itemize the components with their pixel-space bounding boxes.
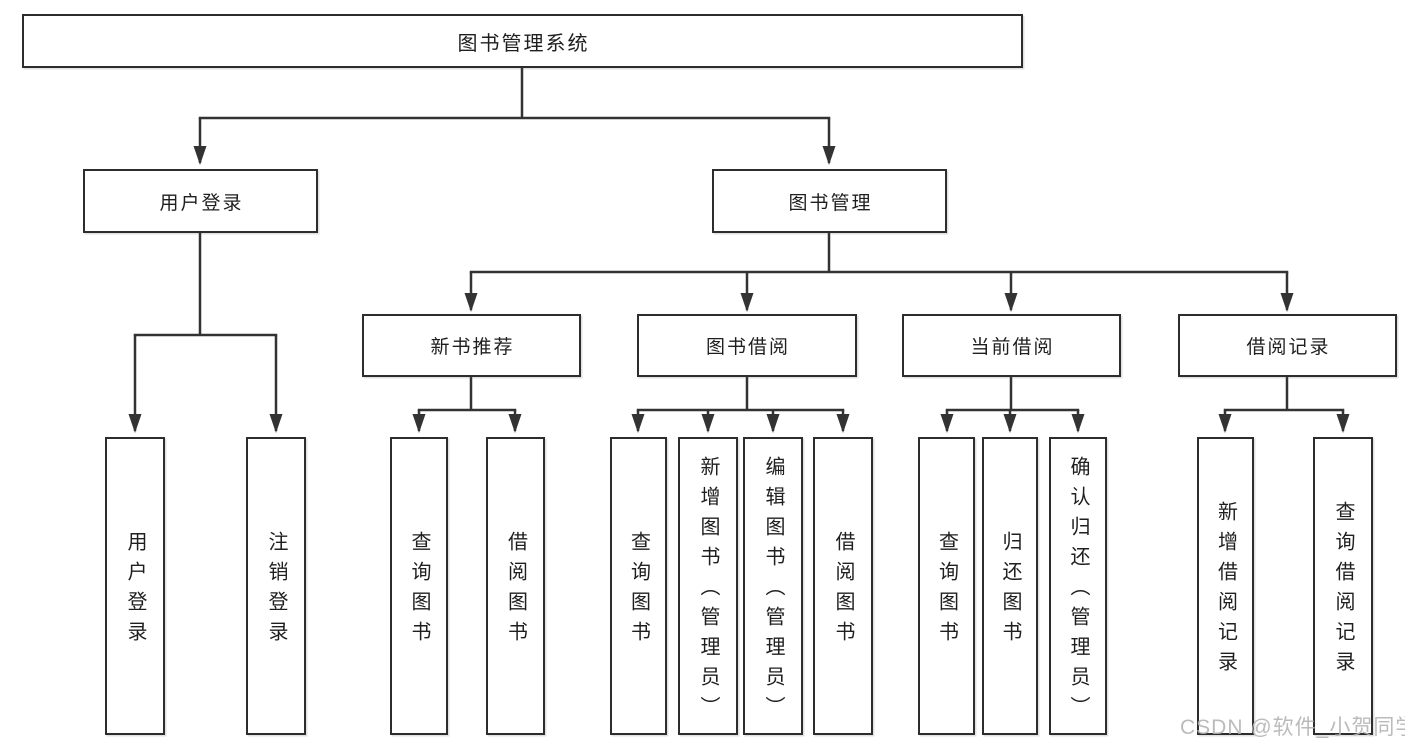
leaf-records-add-record: 新增借阅记录 xyxy=(1197,437,1254,735)
leaf-current-confirm-return-admin: 确认归还（管理员） xyxy=(1049,437,1107,735)
node-label: 借阅记录 xyxy=(1246,337,1331,358)
node-label: 用户登录 xyxy=(159,192,244,214)
leaf-borrow-add-book-admin: 新增图书（管理员） xyxy=(678,437,738,735)
node-label: 确认归还（管理员） xyxy=(1067,456,1089,726)
node-label: 借阅图书 xyxy=(832,531,854,651)
node-label: 用户登录 xyxy=(124,531,146,651)
node-label: 当前借阅 xyxy=(970,337,1055,358)
leaf-current-query-book: 查询图书 xyxy=(918,437,975,735)
leaf-borrow-borrow-book: 借阅图书 xyxy=(813,437,873,735)
node-label: 图书借阅 xyxy=(705,337,790,358)
node-label: 新书推荐 xyxy=(430,337,515,358)
node-label: 查询图书 xyxy=(627,531,650,651)
node-label: 新增借阅记录 xyxy=(1214,501,1237,681)
node-label: 查询图书 xyxy=(408,531,430,651)
node-book-borrow: 图书借阅 xyxy=(637,314,857,377)
node-label: 借阅图书 xyxy=(504,531,527,651)
csdn-watermark: CSDN @软件_小贺同学 xyxy=(1180,716,1405,739)
leaf-borrow-query-book: 查询图书 xyxy=(610,437,667,735)
node-label: 归还图书 xyxy=(999,531,1021,651)
leaf-logout-login: 注销登录 xyxy=(246,437,306,735)
node-label: 图书管理系统 xyxy=(457,32,590,55)
node-user-login: 用户登录 xyxy=(83,169,318,233)
leaf-newbook-query-book: 查询图书 xyxy=(390,437,448,735)
leaf-newbook-borrow-book: 借阅图书 xyxy=(486,437,545,735)
node-current-borrow: 当前借阅 xyxy=(902,314,1121,377)
leaf-user-login: 用户登录 xyxy=(105,437,165,735)
leaf-records-query-record: 查询借阅记录 xyxy=(1313,437,1373,735)
node-label: 新增图书（管理员） xyxy=(697,456,719,726)
node-library-system: 图书管理系统 xyxy=(22,14,1023,68)
node-label: 图书管理 xyxy=(788,192,873,214)
node-book-management: 图书管理 xyxy=(712,169,947,233)
leaf-borrow-edit-book-admin: 编辑图书（管理员） xyxy=(743,437,803,735)
leaf-current-return-book: 归还图书 xyxy=(982,437,1038,735)
node-label: 查询借阅记录 xyxy=(1332,501,1354,681)
node-label: 查询图书 xyxy=(935,531,958,651)
node-label: 编辑图书（管理员） xyxy=(762,456,784,726)
node-label: 注销登录 xyxy=(265,531,287,651)
node-borrow-records: 借阅记录 xyxy=(1178,314,1397,377)
node-new-book-recommend: 新书推荐 xyxy=(362,314,581,377)
